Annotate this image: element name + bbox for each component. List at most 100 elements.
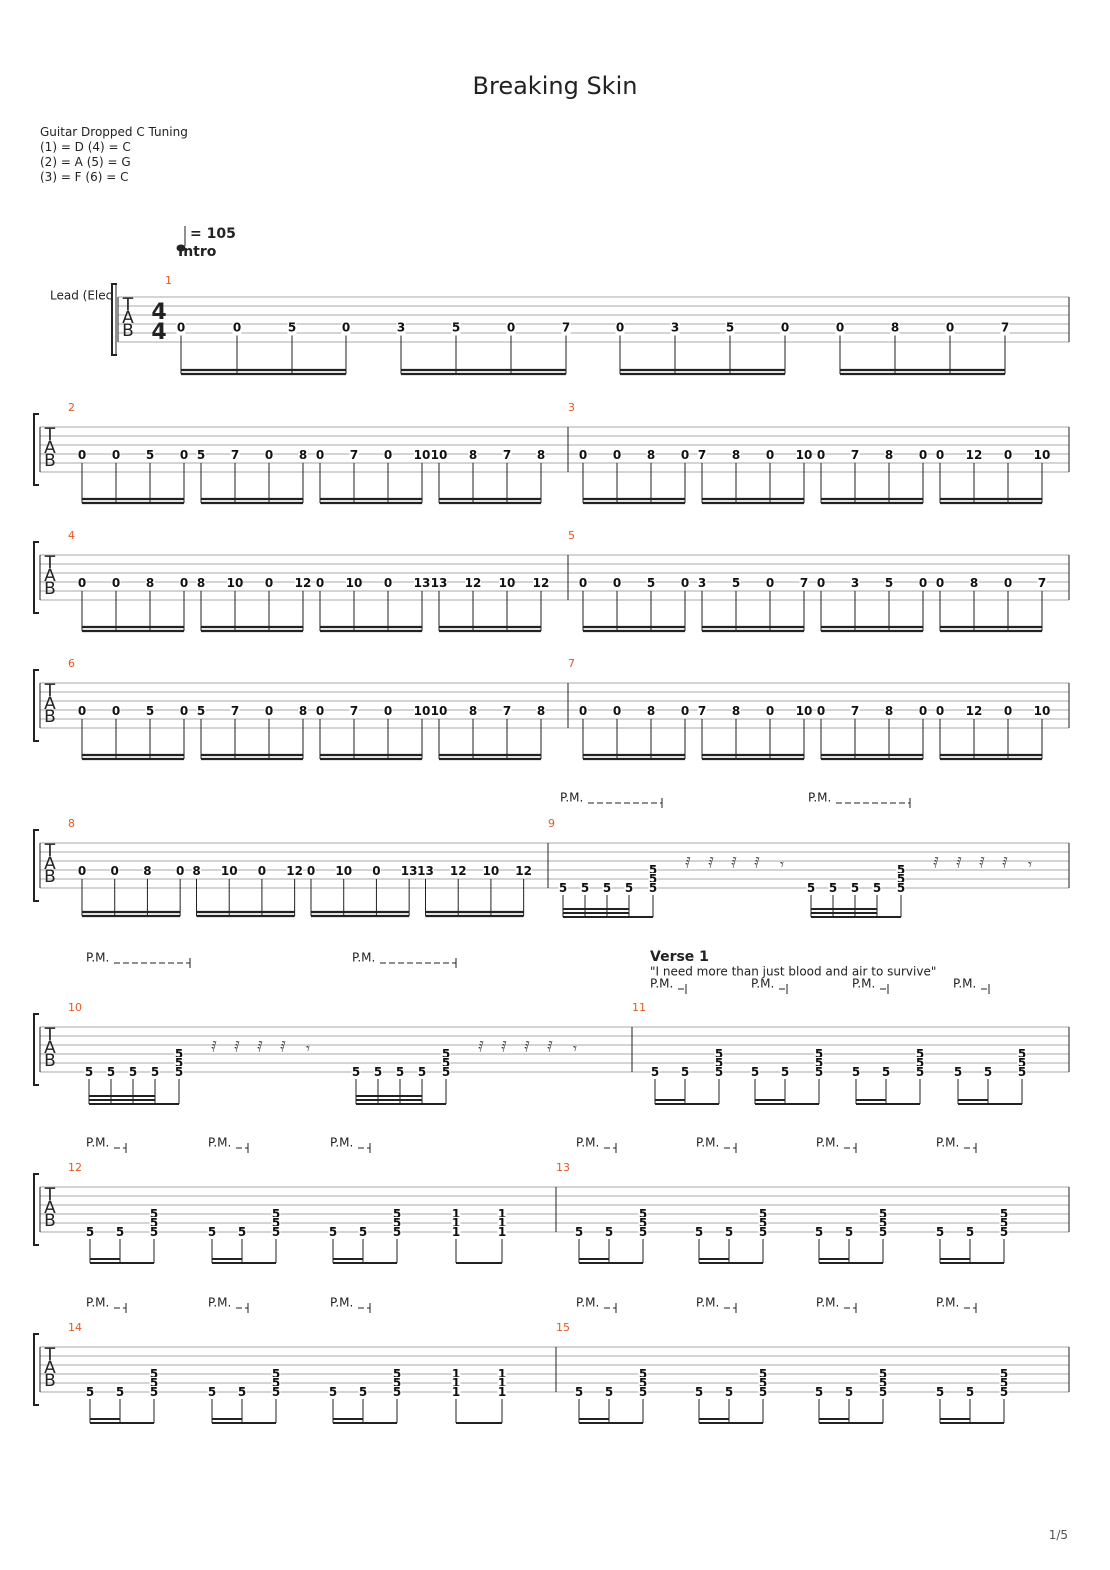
fret-bg	[468, 448, 478, 461]
measure-number: 11	[632, 1001, 646, 1014]
fret-bg	[111, 448, 121, 461]
fret-bg	[145, 576, 155, 589]
fret-bg	[724, 1226, 734, 1238]
fret-bg	[646, 576, 656, 589]
fret-bg	[502, 448, 512, 461]
fret-bg	[604, 1226, 614, 1238]
fret-number: 5	[129, 1065, 137, 1079]
fret-bg	[796, 448, 812, 461]
fret-bg	[306, 864, 316, 877]
fret-bg	[271, 1386, 281, 1398]
fret-number: 5	[897, 863, 905, 877]
fret-bg	[351, 1066, 361, 1078]
palm-mute-label: P.M.	[808, 791, 831, 805]
fret-bg	[758, 1386, 768, 1398]
fret-number: 5	[936, 1225, 944, 1239]
rest-glyph: 𝅀	[280, 1038, 286, 1056]
fret-number: 5	[647, 576, 655, 590]
fret-bg	[612, 576, 622, 589]
fret-bg	[574, 1226, 584, 1238]
fret-bg	[999, 1226, 1009, 1238]
fret-number: 7	[231, 704, 239, 718]
system-brace	[111, 283, 117, 356]
fret-bg	[648, 882, 658, 894]
fret-number: 0	[681, 576, 689, 590]
fret-number: 1	[498, 1216, 506, 1230]
fret-number: 0	[233, 321, 241, 335]
fret-bg	[638, 1217, 648, 1229]
verse-lyric: "I need more than just blood and air to …	[650, 965, 936, 979]
fret-number: 1	[498, 1367, 506, 1381]
fret-number: 5	[879, 1216, 887, 1230]
palm-mute-label: P.M.	[560, 791, 583, 805]
fret-number: 0	[817, 448, 825, 462]
fret-bg	[878, 1208, 888, 1220]
time-signature-top: 4	[151, 300, 166, 325]
fret-number: 5	[725, 1225, 733, 1239]
fret-number: 5	[603, 881, 611, 895]
fret-number: 5	[851, 881, 859, 895]
fret-bg	[349, 448, 359, 461]
rest-glyph: 𝅀	[933, 854, 939, 872]
fret-number: 5	[1000, 1216, 1008, 1230]
fret-number: 5	[1018, 1056, 1026, 1070]
tempo-marking: = 105	[190, 226, 236, 242]
fret-number: 12	[515, 864, 532, 878]
fret-bg	[179, 448, 189, 461]
fret-bg	[680, 1066, 690, 1078]
song-title: Breaking Skin	[472, 72, 638, 100]
rest-glyph: 𝅀	[547, 1038, 553, 1056]
fret-number: 5	[759, 1216, 767, 1230]
fret-bg	[271, 1368, 281, 1380]
fret-bg	[881, 1066, 891, 1078]
fret-number: 1	[498, 1385, 506, 1399]
measure-number: 15	[556, 1321, 570, 1334]
fret-bg	[814, 1386, 824, 1398]
fret-bg	[604, 1386, 614, 1398]
tab-clef-letter: B	[44, 867, 56, 887]
fret-bg	[1037, 576, 1047, 589]
fret-bg	[271, 1208, 281, 1220]
fret-number: 10	[227, 576, 244, 590]
fret-number: 5	[759, 1367, 767, 1381]
fret-number: 5	[916, 1056, 924, 1070]
fret-number: 10	[431, 704, 448, 718]
fret-bg	[85, 1226, 95, 1238]
fret-number: 5	[442, 1056, 450, 1070]
fret-bg	[953, 1066, 963, 1078]
fret-bg	[765, 448, 775, 461]
fret-number: 5	[393, 1225, 401, 1239]
fret-bg	[884, 704, 894, 717]
fret-bg	[286, 864, 303, 877]
palm-mute-label: P.M.	[696, 1136, 719, 1150]
fret-bg	[969, 576, 979, 589]
fret-bg	[383, 448, 393, 461]
fret-number: 5	[829, 881, 837, 895]
fret-bg	[196, 448, 206, 461]
fret-number: 5	[984, 1065, 992, 1079]
fret-bg	[358, 1386, 368, 1398]
fret-number: 7	[698, 448, 706, 462]
tuning-line: (2) = A (5) = G	[40, 155, 131, 169]
rest-glyph: 𝅀	[979, 854, 985, 872]
fret-number: 5	[1018, 1047, 1026, 1061]
fret-number: 0	[817, 704, 825, 718]
fret-number: 5	[649, 863, 657, 877]
fret-bg	[392, 1217, 402, 1229]
fret-number: 5	[605, 1225, 613, 1239]
fret-bg	[1003, 448, 1013, 461]
fret-bg	[174, 1057, 184, 1069]
fret-bg	[602, 882, 612, 894]
rest-glyph: 𝅀	[708, 854, 714, 872]
tab-clef-letter: B	[44, 1211, 56, 1231]
fret-bg	[750, 1066, 760, 1078]
tab-clef-letter: B	[44, 1051, 56, 1071]
fret-bg	[451, 1386, 461, 1398]
fret-number: 0	[1004, 704, 1012, 718]
fret-bg	[814, 1226, 824, 1238]
palm-mute-label: P.M.	[751, 977, 774, 991]
fret-bg	[574, 1386, 584, 1398]
fret-number: 13	[417, 864, 434, 878]
fret-bg	[680, 448, 690, 461]
fret-number: 0	[180, 448, 188, 462]
